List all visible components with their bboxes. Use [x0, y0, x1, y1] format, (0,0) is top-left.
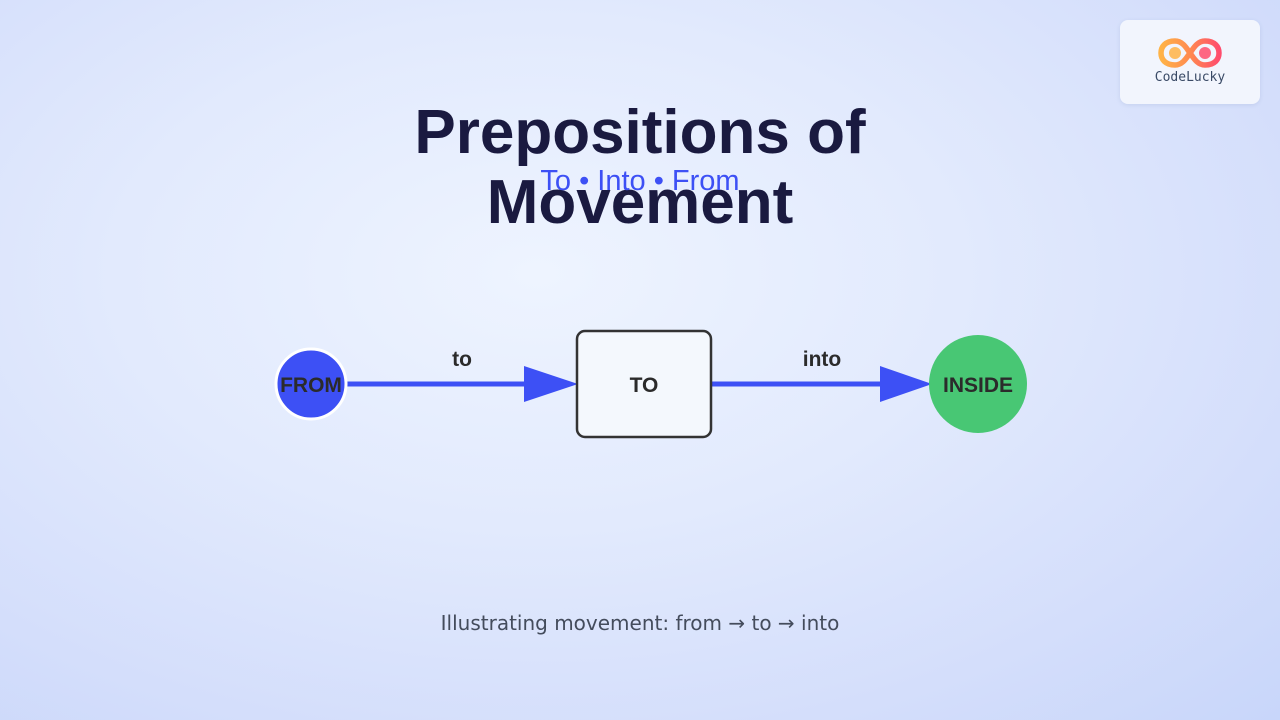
node-to-box	[575, 329, 713, 439]
logo-text: CodeLucky	[1154, 70, 1226, 85]
page-title: Prepositions of Movement	[414, 98, 866, 237]
page-subtitle: To • Into • From	[540, 165, 740, 197]
edge-to-inside-arrowhead	[880, 366, 932, 402]
node-from-label: FROM	[280, 374, 342, 397]
diagram-caption: Illustrating movement: from → to → into	[440, 611, 840, 635]
node-to-label: TO	[630, 374, 659, 397]
logo-card: CodeLucky	[1120, 20, 1260, 104]
infinity-logo-icon	[1158, 38, 1222, 68]
edge-label-to: to	[452, 348, 472, 371]
node-from-circle	[274, 347, 348, 421]
node-inside-label: INSIDE	[943, 374, 1013, 397]
edge-label-into: into	[803, 348, 841, 371]
edge-from-to-arrowhead	[524, 366, 578, 402]
node-inside-circle	[929, 335, 1027, 433]
